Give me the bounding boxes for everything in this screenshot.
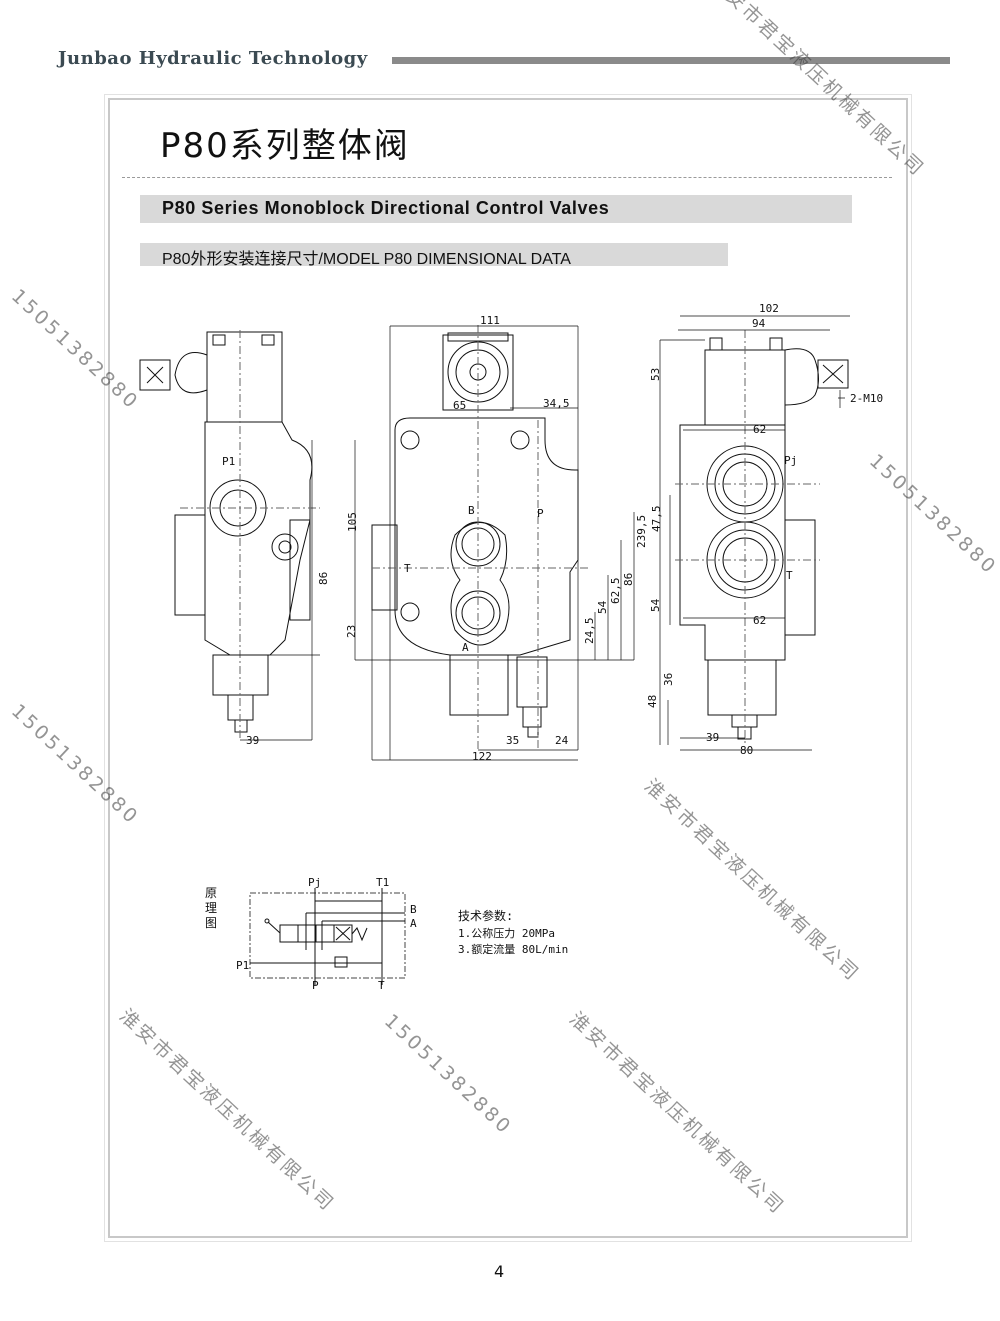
- dim-62-bottom: 62: [753, 614, 767, 627]
- port-pj-label: Pj: [784, 454, 798, 467]
- hydraulic-schematic: [249, 888, 406, 985]
- tech-heading: 技术参数:: [458, 909, 514, 923]
- dim-111: 111: [480, 314, 500, 327]
- thread-2-m10: 2-M10: [850, 392, 884, 405]
- dim-62-5: 62,5: [609, 577, 622, 605]
- dim-48: 48: [646, 694, 659, 708]
- schematic-b: B: [410, 903, 417, 916]
- schematic-t: T: [378, 979, 385, 992]
- section-band: P80外形安装连接尺寸/MODEL P80 DIMENSIONAL DATA: [140, 243, 728, 268]
- dim-36: 36: [662, 672, 675, 686]
- dim-54-front: 54: [596, 600, 609, 614]
- dim-53: 53: [649, 367, 662, 381]
- port-p1-label: P1: [222, 455, 236, 468]
- subtitle-en: P80 Series Monoblock Directional Control…: [162, 198, 610, 218]
- tech-pressure: 1.公称压力 20MPa: [458, 927, 555, 940]
- port-t-label: T: [404, 562, 411, 575]
- port-t-right-label: T: [786, 569, 793, 582]
- schematic-p: P: [312, 979, 319, 992]
- tech-flow: 3.额定流量 80L/min: [458, 943, 569, 956]
- dim-34-5: 34,5: [543, 397, 570, 410]
- dim-80: 80: [740, 744, 754, 757]
- port-a-label: A: [462, 641, 469, 654]
- dim-24-5: 24,5: [583, 617, 596, 645]
- dim-94: 94: [752, 317, 766, 330]
- dim-39-right: 39: [706, 731, 720, 744]
- dim-24: 24: [555, 734, 569, 747]
- page-number: 4: [494, 1262, 505, 1281]
- schematic-pj: Pj: [308, 876, 322, 889]
- schematic-p1: P1: [236, 959, 250, 972]
- schematic-a: A: [410, 917, 417, 930]
- dim-62-top: 62: [753, 423, 767, 436]
- dim-47-5: 47,5: [650, 505, 663, 533]
- page-frame: [104, 94, 912, 1242]
- brand-logo: Junbao Hydraulic Technology: [58, 48, 368, 69]
- dim-54-right: 54: [649, 598, 662, 612]
- dim-105: 105: [346, 512, 359, 532]
- dim-35: 35: [506, 734, 520, 747]
- front-view: [354, 325, 635, 761]
- title-divider: [122, 177, 892, 178]
- schematic-t1: T1: [376, 876, 390, 889]
- header-bar: [392, 57, 950, 64]
- page-title: P80系列整体阀: [160, 126, 410, 166]
- schematic-label: 原理图: [205, 886, 218, 930]
- dim-23: 23: [345, 624, 358, 638]
- dim-86-front: 86: [622, 572, 635, 586]
- right-side-view: [659, 315, 850, 751]
- dim-102: 102: [759, 302, 779, 315]
- dim-39-left: 39: [246, 734, 260, 747]
- dim-239-5: 239,5: [635, 514, 648, 548]
- section-title: P80外形安装连接尺寸/MODEL P80 DIMENSIONAL DATA: [162, 251, 571, 268]
- left-side-view: [139, 330, 320, 741]
- port-p-label: P: [537, 507, 544, 520]
- subtitle-band: P80 Series Monoblock Directional Control…: [140, 195, 852, 223]
- dim-86-left: 86: [317, 571, 330, 585]
- dim-65: 65: [453, 399, 467, 412]
- port-b-label: B: [468, 504, 475, 517]
- dim-122: 122: [472, 750, 492, 763]
